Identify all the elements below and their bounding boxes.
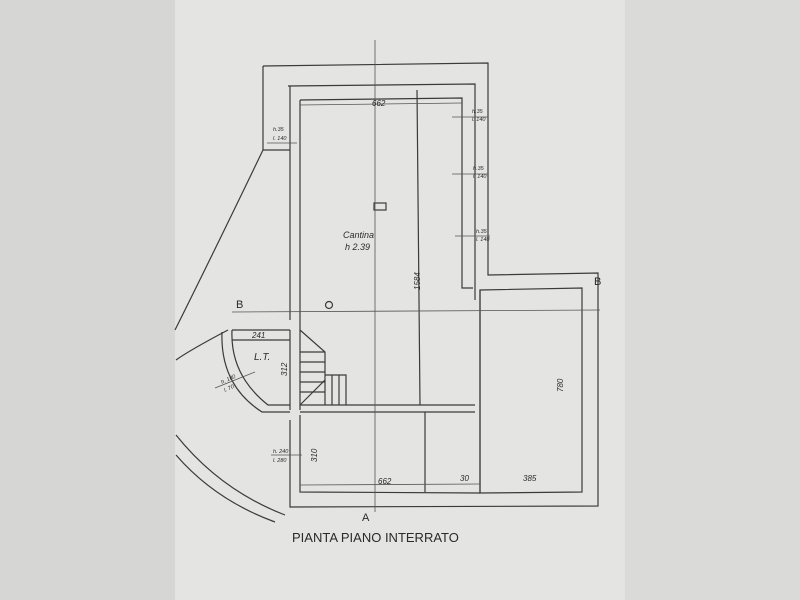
section-mark-b-right: B [594,276,601,288]
window-h: h.35 [473,166,485,172]
walls [174,62,599,523]
window-l: l. 140 [472,117,486,123]
window-l: l. 140 [473,174,487,180]
paper-sheet [175,0,625,600]
door-lower-h: h. 240 [273,449,289,455]
window-h: h.35 [476,229,488,235]
window-l: l. 140 [476,237,490,243]
door-lt-l: l. 70 [223,384,236,394]
dim-bottom-width: 662 [378,477,392,486]
section-mark-a: A [362,512,370,524]
section-mark-b-left: B [236,299,243,311]
window-h: h.35 [273,127,285,133]
left-background [0,0,178,600]
section-lines [214,40,601,512]
labels: 662 662 1584 780 385 30 310 312 241 Cant… [220,99,601,545]
door-lower-l: l. 280 [273,458,287,464]
window-l: l. 140 [273,136,287,142]
dim-gap: 30 [460,474,469,483]
dim-lower-height: 310 [310,448,319,462]
dim-wing-height: 780 [556,378,565,392]
room-height: h 2.39 [345,242,370,252]
dim-lt-height: 312 [280,362,289,376]
window-h: h.35 [472,109,484,115]
dim-top-width: 662 [372,99,386,108]
plan-title: PIANTA PIANO INTERRATO [292,530,459,545]
dim-lt-width: 241 [251,331,265,340]
room-lt-label: L.T. [254,352,270,363]
room-name: Cantina [343,230,374,240]
dim-length: 1584 [413,272,422,290]
dim-wing-width: 385 [523,474,537,483]
right-background [625,0,800,600]
